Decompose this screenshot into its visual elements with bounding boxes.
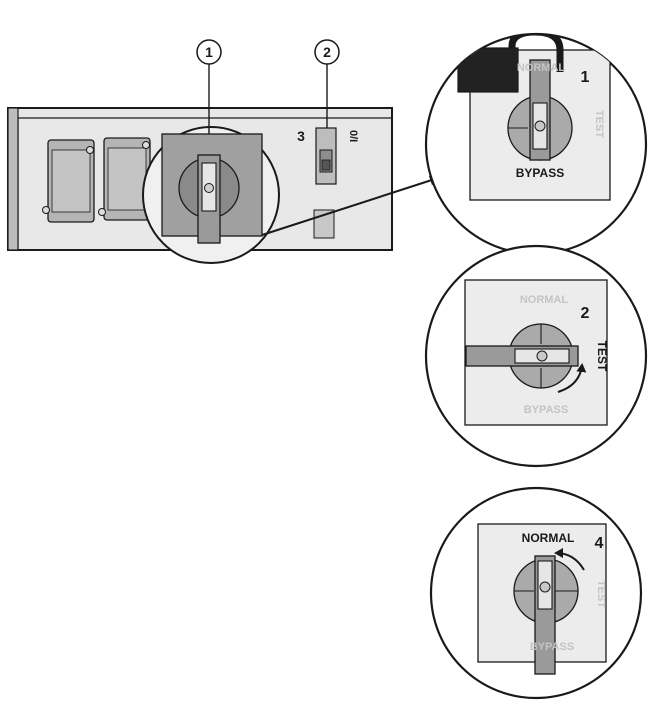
padlock-icon: [457, 47, 519, 93]
step-1-detail: NORMAL TEST BYPASS 1: [424, 32, 648, 256]
callout-2: 2: [314, 39, 340, 65]
step-1-number: 1: [581, 69, 590, 86]
connector-module-left: [42, 139, 95, 223]
step-4-rotation-arrow: [554, 548, 585, 571]
step-2-rotation-arrow: [557, 363, 587, 393]
step-2-normal-label: NORMAL: [520, 294, 569, 306]
callout-3: 3: [297, 128, 305, 144]
step-1-test-label: TEST: [593, 110, 605, 138]
ups-front-panel: 0/I: [7, 107, 393, 264]
step-4-test-label: TEST: [595, 580, 607, 608]
step-4-detail: NORMAL TEST BYPASS 4: [429, 486, 643, 700]
step-4-bypass-label: BYPASS: [530, 641, 574, 653]
connector-module-right: [98, 137, 151, 221]
step-2-bypass-label: BYPASS: [524, 404, 568, 416]
step-2-number: 2: [581, 305, 590, 322]
breaker-switch: [313, 127, 337, 239]
padlock-shackle-icon: [508, 34, 564, 72]
svg-text:2: 2: [323, 44, 331, 60]
step-4-normal-label: NORMAL: [522, 531, 575, 545]
callout-1: 1: [196, 39, 222, 65]
svg-text:1: 1: [205, 44, 213, 60]
step-1-bypass-label: BYPASS: [516, 166, 564, 180]
step-2-test-label: TEST: [595, 341, 609, 372]
step-4-number: 4: [595, 535, 604, 552]
step-2-detail: NORMAL TEST BYPASS 2: [424, 244, 648, 468]
step-1-normal-label: NORMAL: [517, 62, 566, 74]
panel-marking: 0/I: [347, 130, 359, 142]
zoom-arrow: [261, 175, 440, 236]
bypass-switch-overview: [142, 126, 280, 264]
